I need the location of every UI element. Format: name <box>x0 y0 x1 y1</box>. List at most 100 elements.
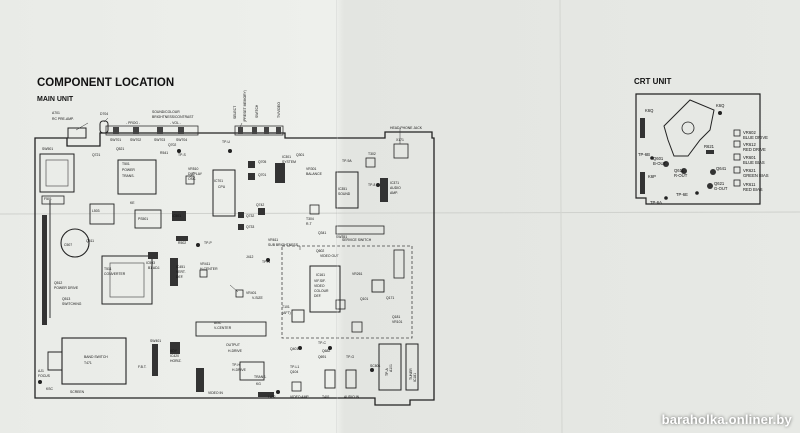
crt-unit-label: CRT UNIT <box>634 77 671 86</box>
component-label: KE <box>130 201 135 205</box>
component-label: FOCUS <box>38 374 51 378</box>
component-label: IC701 <box>214 179 223 183</box>
crt-component-label: VR612 <box>743 142 756 147</box>
component-label: RC PRE-AMP. <box>52 117 74 121</box>
component-label: Q511 <box>86 239 94 243</box>
crt-vr601 <box>733 153 741 161</box>
switch-tv-video <box>276 127 281 134</box>
ic181-band-switch <box>405 343 419 391</box>
component-label: Q171 <box>386 296 394 300</box>
paper-crease <box>0 211 800 215</box>
component-label: DEF. <box>314 294 321 298</box>
crt-vr612 <box>733 140 741 148</box>
t511-core <box>109 262 145 298</box>
component-label: D704 <box>100 112 108 116</box>
crt-component-label: B-OUT <box>653 161 666 166</box>
component-label: R-T <box>306 222 312 226</box>
component-label: AUDIO IN <box>344 395 360 399</box>
component-label: A101 <box>389 364 393 372</box>
component-label: TV/VIDEO <box>277 102 281 118</box>
component-label: SWITCHING <box>62 302 82 306</box>
crt-q611 <box>681 168 687 174</box>
component-label: (PRESET MEMORY) <box>243 90 247 122</box>
c507-capacitor <box>60 228 90 258</box>
test-point-tp-l <box>276 390 280 394</box>
component-label: SW704 <box>176 138 187 142</box>
crt-component-label: Q611 <box>674 168 685 173</box>
component-label: Q401 <box>290 347 298 351</box>
t302 <box>365 157 376 168</box>
component-label: AJ1 <box>38 369 44 373</box>
x171 <box>393 143 409 159</box>
component-label: KDY <box>170 349 178 353</box>
component-label: CONVERTER <box>104 272 126 276</box>
component-label: TP-P <box>204 241 212 245</box>
test-point-tp-c <box>298 346 302 350</box>
component-label: TUNER <box>409 368 413 380</box>
crt-component-label: VR611 <box>743 182 756 187</box>
crt-vr602 <box>733 129 741 137</box>
component-label: Q733 <box>246 225 254 229</box>
crt-component-label: TP-6A <box>650 200 662 205</box>
test-point-tp-u <box>228 149 232 153</box>
component-label: TP-L1 <box>290 365 299 369</box>
component-label: VIF.SIF. <box>314 279 326 283</box>
rc-preamp <box>67 127 87 139</box>
ic501 <box>172 211 186 221</box>
crt-component-label: K6Q <box>716 103 725 108</box>
crt-socket <box>663 99 715 157</box>
component-label: B1 ADJ. <box>148 266 160 270</box>
component-label: TP-U <box>222 140 230 144</box>
ic301 <box>275 163 285 183</box>
component-label: F.B.T. <box>138 365 147 369</box>
kg-heatsink <box>196 368 204 392</box>
crt-component-label: BLUE DRIVE <box>743 135 768 140</box>
switch-select <box>238 127 243 134</box>
component-label: SELECT <box>233 106 237 119</box>
fbt-neck <box>47 351 62 371</box>
crt-component-label: Q621 <box>714 181 725 186</box>
switch-sw704 <box>178 127 184 134</box>
q733 <box>238 224 244 230</box>
component-label: POWER <box>122 168 135 172</box>
video-in-jack <box>345 369 357 389</box>
component-label: Q101 <box>360 297 368 301</box>
t102 <box>351 321 363 333</box>
component-label: H-CENTER <box>200 267 218 271</box>
component-label: SUB BRIGHTNESS <box>268 243 299 247</box>
crt-tp-6a <box>664 196 668 200</box>
crt-tp-6b <box>650 156 654 160</box>
test-point-tp-h <box>38 380 42 384</box>
component-label: SYSTEM <box>282 160 296 164</box>
component-label: T302 <box>368 152 376 156</box>
component-label: J412 <box>246 255 253 259</box>
kdy-connector <box>152 344 158 376</box>
component-label: SWITCH <box>255 104 259 118</box>
component-label: T471 <box>84 361 92 365</box>
component-label: F501 <box>44 197 52 201</box>
switch-strip <box>105 125 199 136</box>
q742 <box>258 208 265 215</box>
switch-memory <box>252 127 257 134</box>
crt-connector-k6q <box>640 118 645 138</box>
crt-vr621 <box>733 166 741 174</box>
component-label: Q301 <box>296 153 304 157</box>
l460 <box>393 249 405 279</box>
component-label: Q513 <box>62 297 70 301</box>
component-label: OUTPUT <box>226 343 240 347</box>
test-point-tp-g <box>328 346 332 350</box>
component-label: Q732 <box>246 214 254 218</box>
component-label: TP-H <box>232 363 240 367</box>
component-label: IC503 <box>146 261 155 265</box>
component-label: X171 <box>396 138 404 142</box>
component-label: VR101 <box>392 320 402 324</box>
crt-component-label: RED BIAS <box>743 187 763 192</box>
component-label: AGC <box>214 321 222 325</box>
main-board-outline <box>34 131 435 406</box>
q732 <box>238 212 244 218</box>
vr510 <box>185 175 195 185</box>
component-label: PS501 <box>138 217 148 221</box>
component-label: T304 <box>306 217 314 221</box>
